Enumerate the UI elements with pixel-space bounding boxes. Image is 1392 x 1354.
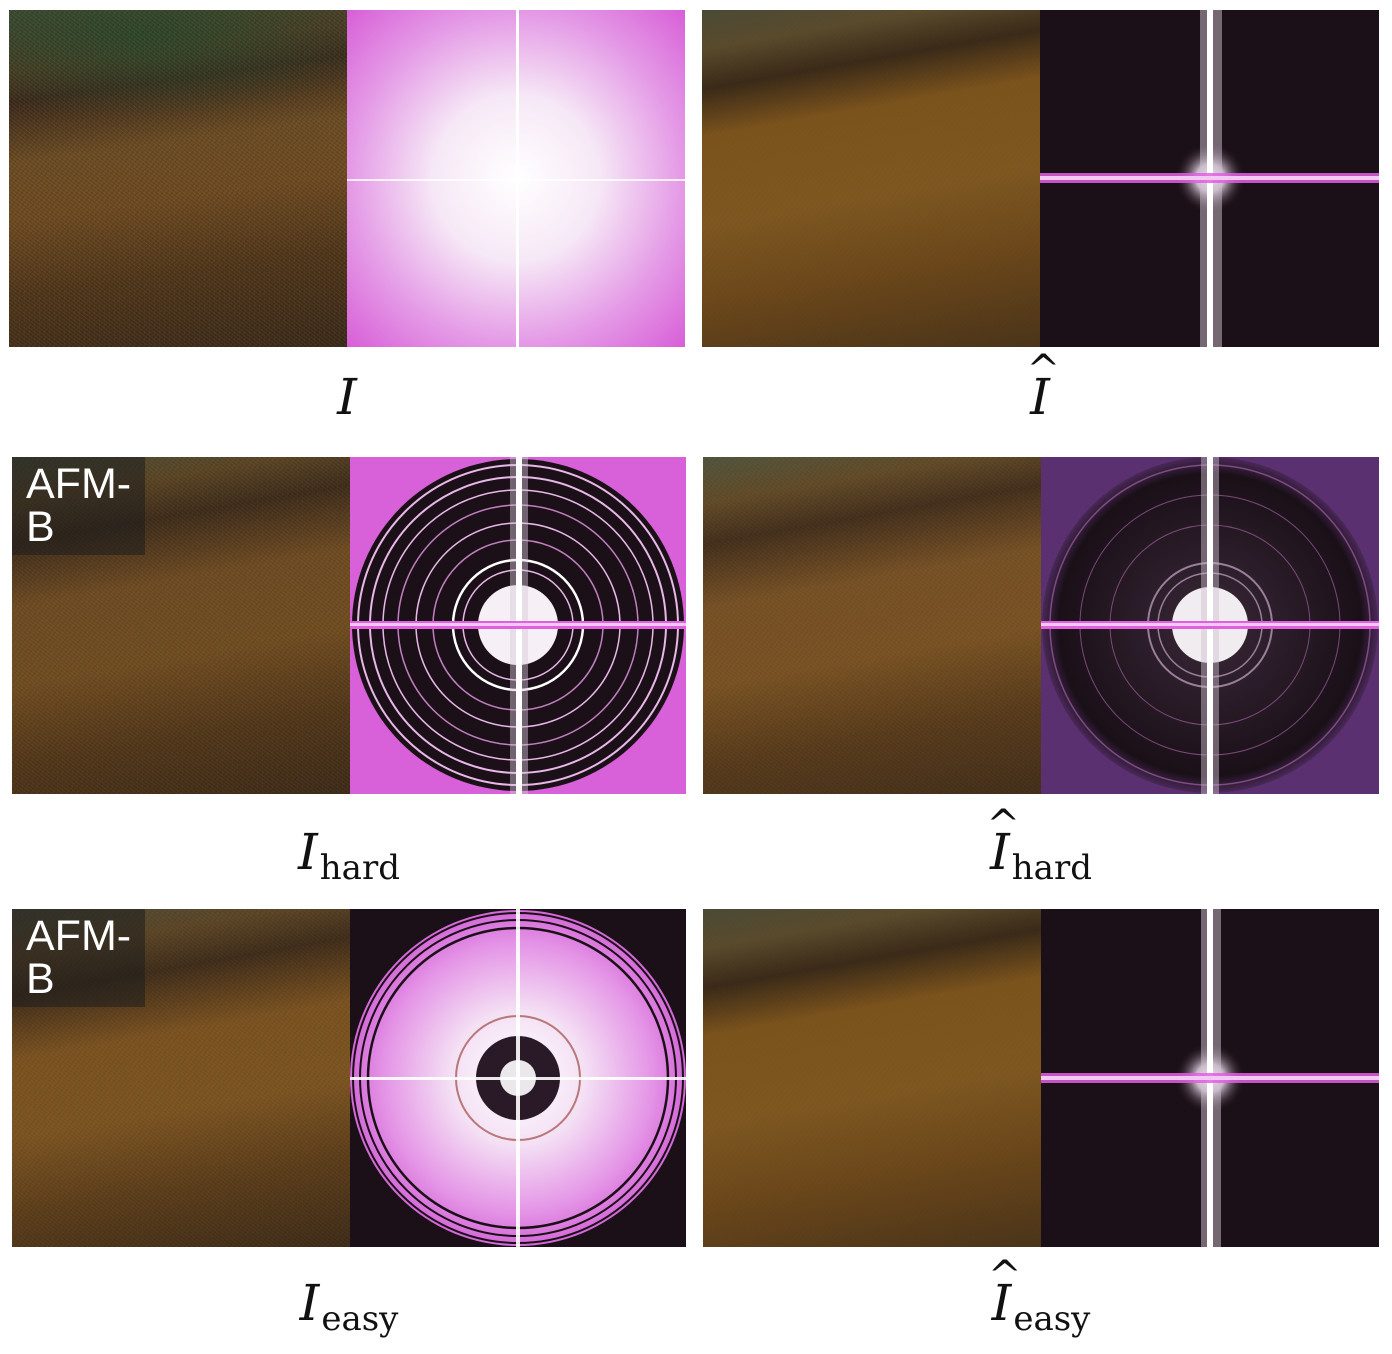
caption-I: I: [337, 368, 357, 426]
caption-I-easy: Ieasy: [299, 1274, 399, 1340]
caption-I-hat-easy: ^Ieasy: [988, 1253, 1091, 1340]
fourier-spectrum: [1040, 10, 1379, 347]
noisy-photo: [9, 10, 347, 347]
method-badge: AFM-B: [12, 909, 146, 1007]
fourier-spectrum: [1041, 457, 1379, 794]
caption-I-hard: Ihard: [298, 823, 400, 889]
caption-I-hat: ^I: [1026, 347, 1061, 426]
restored-photo: [703, 457, 1041, 794]
method-badge: AFM-B: [12, 457, 146, 555]
restored-photo: [703, 909, 1041, 1247]
caption-I-hat-hard: ^Ihard: [986, 802, 1092, 889]
fourier-spectrum: [347, 10, 685, 347]
fourier-spectrum: [1041, 909, 1379, 1247]
fourier-spectrum: [350, 457, 686, 794]
fourier-spectrum: [350, 909, 686, 1247]
restored-photo: [702, 10, 1040, 347]
